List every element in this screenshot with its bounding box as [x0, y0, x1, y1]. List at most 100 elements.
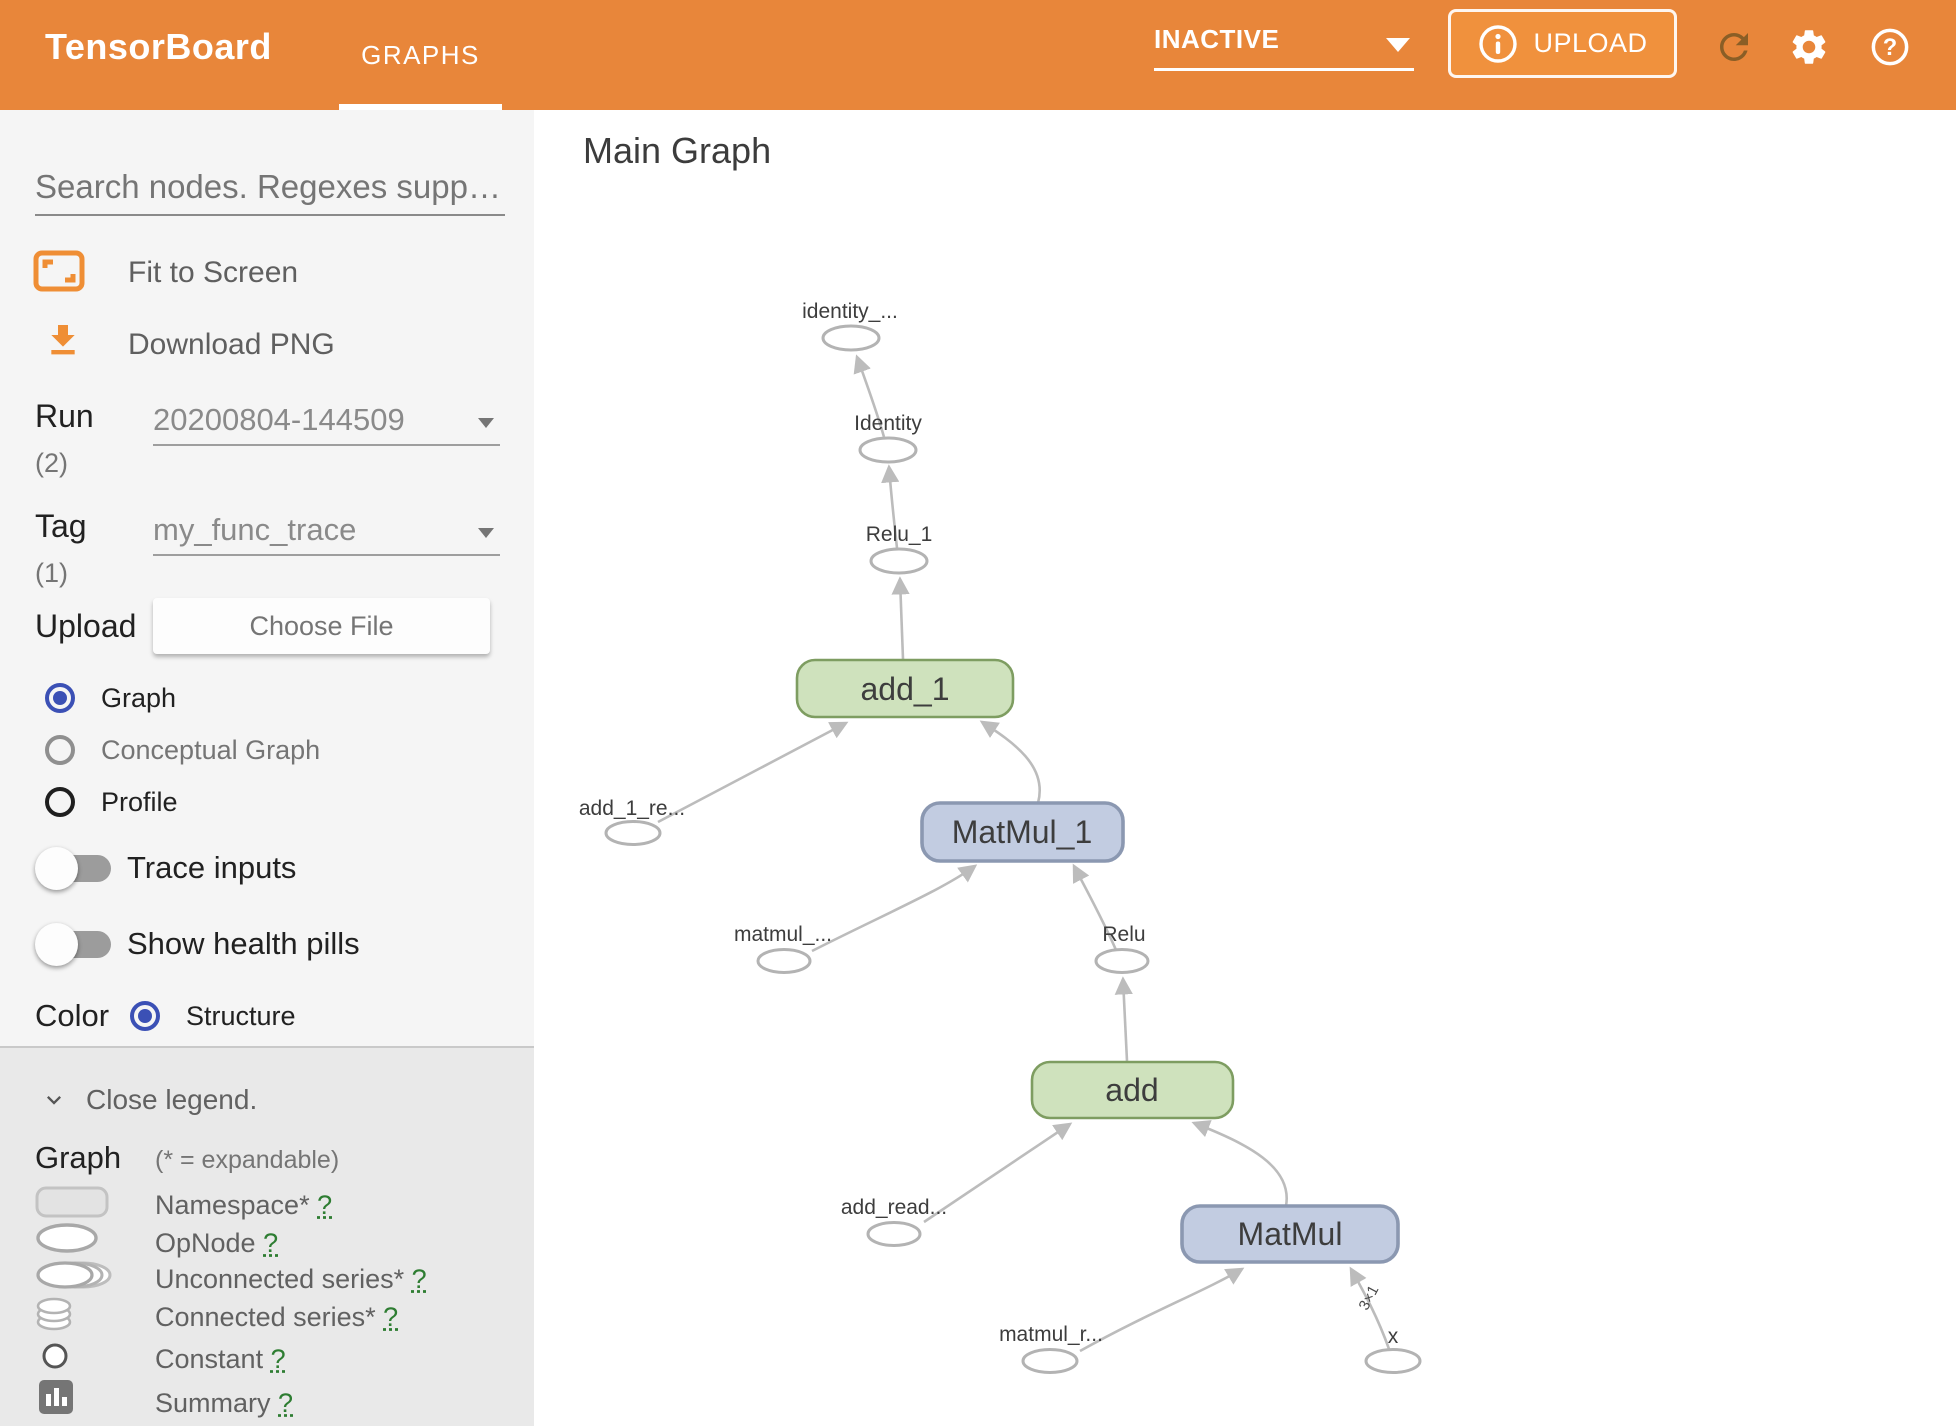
legend-item-connected-series: Connected series* ? — [155, 1302, 398, 1333]
page-title: Main Graph — [583, 130, 771, 172]
fit-to-screen-icon — [33, 250, 85, 292]
upload-label: Upload — [35, 608, 136, 645]
refresh-icon[interactable] — [1713, 26, 1755, 68]
chevron-down-icon — [1386, 38, 1410, 52]
radio-graph[interactable]: Graph — [45, 682, 176, 714]
toggle-thumb — [35, 923, 78, 966]
tag-count: (1) — [35, 558, 68, 589]
unconnected-series-help-link[interactable]: ? — [412, 1264, 427, 1294]
node-x[interactable] — [1366, 1350, 1420, 1373]
node-label: add_1_re... — [579, 797, 685, 820]
connected-series-help-link[interactable]: ? — [383, 1302, 398, 1332]
node-matmul-1-read[interactable] — [758, 950, 810, 973]
namespace-help-link[interactable]: ? — [317, 1190, 332, 1220]
status-dropdown[interactable]: INACTIVE — [1154, 24, 1414, 74]
legend-item-label: Unconnected series* — [155, 1264, 404, 1294]
radio-conceptual-graph-label: Conceptual Graph — [101, 735, 320, 766]
help-icon[interactable]: ? — [1869, 26, 1911, 68]
svg-text:?: ? — [1883, 35, 1897, 61]
node-add-read[interactable] — [868, 1223, 920, 1246]
download-png-button[interactable]: Download PNG — [128, 328, 335, 362]
node-label: matmul_... — [734, 923, 832, 946]
radio-icon — [45, 787, 75, 817]
tab-graphs[interactable]: GRAPHS — [339, 0, 502, 110]
trace-inputs-label: Trace inputs — [127, 850, 296, 886]
legend-item-label: Constant — [155, 1344, 263, 1374]
legend-item-unconnected-series: Unconnected series* ? — [155, 1264, 427, 1295]
legend-item-label: Connected series* — [155, 1302, 376, 1332]
node-matmul-1-label: MatMul_1 — [952, 814, 1093, 850]
toggle-thumb — [35, 847, 78, 890]
run-select[interactable]: 20200804-144509 — [153, 402, 500, 446]
node-label: identity_... — [802, 300, 898, 323]
legend-panel: Close legend. Graph (* = expandable) Nam… — [0, 1046, 534, 1426]
node-matmul-label: MatMul — [1238, 1216, 1343, 1252]
tag-select[interactable]: my_func_trace — [153, 512, 500, 556]
legend-expandable-note: (* = expandable) — [155, 1146, 339, 1175]
node-add-1-label: add_1 — [861, 671, 950, 707]
opnode-help-link[interactable]: ? — [263, 1228, 278, 1258]
tag-select-value: my_func_trace — [153, 512, 356, 547]
legend-item-summary: Summary ? — [155, 1388, 293, 1419]
node-label: add_read... — [841, 1196, 947, 1219]
close-legend-label: Close legend. — [86, 1084, 257, 1116]
fit-to-screen-button[interactable]: Fit to Screen — [128, 256, 298, 290]
gear-icon[interactable] — [1788, 26, 1830, 68]
node-identity-out[interactable] — [823, 326, 879, 350]
constant-help-link[interactable]: ? — [271, 1344, 286, 1374]
radio-conceptual-graph[interactable]: Conceptual Graph — [45, 734, 320, 766]
node-identity[interactable] — [860, 438, 916, 462]
graph-canvas[interactable]: 3×1 identity_... Identity Relu_1 add_1 a… — [534, 110, 1956, 1426]
edge-matmul1-to-add1 — [982, 722, 1040, 803]
edge-matmul-to-add — [1194, 1123, 1287, 1206]
node-matmul-read[interactable] — [1023, 1350, 1077, 1373]
color-structure-label: Structure — [186, 1001, 296, 1032]
edge-add-to-relu — [1123, 979, 1127, 1061]
node-add-1-read[interactable] — [606, 822, 660, 845]
edge-matmulread-to-matmul1 — [812, 866, 975, 951]
legend-item-constant: Constant ? — [155, 1344, 286, 1375]
close-legend-button[interactable]: Close legend. — [40, 1084, 257, 1116]
radio-icon — [45, 735, 75, 765]
legend-item-label: Namespace* — [155, 1190, 310, 1220]
node-add-label: add — [1105, 1072, 1158, 1108]
legend-item-opnode: OpNode ? — [155, 1228, 278, 1259]
node-relu-1[interactable] — [871, 549, 927, 573]
unconnected-series-icon — [35, 1260, 119, 1290]
constant-icon — [41, 1342, 69, 1370]
app-header: TensorBoard GRAPHS INACTIVE UPLOAD ? — [0, 0, 1956, 110]
graph-nodes: identity_... Identity Relu_1 add_1 add_1… — [579, 300, 1420, 1373]
app-title: TensorBoard — [45, 26, 272, 68]
active-tab-underline — [339, 104, 502, 110]
run-count: (2) — [35, 448, 68, 479]
search-input[interactable]: Search nodes. Regexes supported. — [35, 168, 505, 216]
node-label: matmul_r... — [999, 1323, 1103, 1346]
edge-add1-to-relu1 — [900, 579, 903, 659]
radio-selected-icon — [130, 1001, 160, 1031]
radio-color-structure[interactable]: Structure — [130, 1000, 296, 1032]
radio-selected-icon — [45, 683, 75, 713]
show-health-pills-toggle[interactable] — [35, 922, 113, 966]
edge-matmulread-to-matmul — [1080, 1269, 1242, 1351]
main-graph-panel: Main Graph — [534, 110, 1956, 1426]
node-label: Relu_1 — [866, 523, 933, 546]
choose-file-button[interactable]: Choose File — [153, 598, 490, 654]
status-dropdown-value: INACTIVE — [1154, 24, 1279, 54]
edge-add1read-to-add1 — [658, 723, 846, 822]
upload-button[interactable]: UPLOAD — [1448, 9, 1677, 78]
summary-help-link[interactable]: ? — [278, 1388, 293, 1418]
sidebar: Search nodes. Regexes supported. Fit to … — [0, 110, 534, 1426]
legend-item-label: Summary — [155, 1388, 271, 1418]
show-health-pills-label: Show health pills — [127, 926, 360, 962]
opnode-icon — [35, 1222, 101, 1254]
status-dropdown-underline — [1154, 68, 1414, 71]
trace-inputs-toggle[interactable] — [35, 846, 113, 890]
chevron-down-icon — [40, 1086, 68, 1114]
upload-button-label: UPLOAD — [1533, 28, 1647, 59]
node-relu[interactable] — [1096, 950, 1148, 973]
radio-profile[interactable]: Profile — [45, 786, 178, 818]
chevron-down-icon — [478, 418, 494, 428]
namespace-icon — [35, 1186, 109, 1218]
radio-profile-label: Profile — [101, 787, 178, 818]
info-icon — [1477, 23, 1519, 65]
